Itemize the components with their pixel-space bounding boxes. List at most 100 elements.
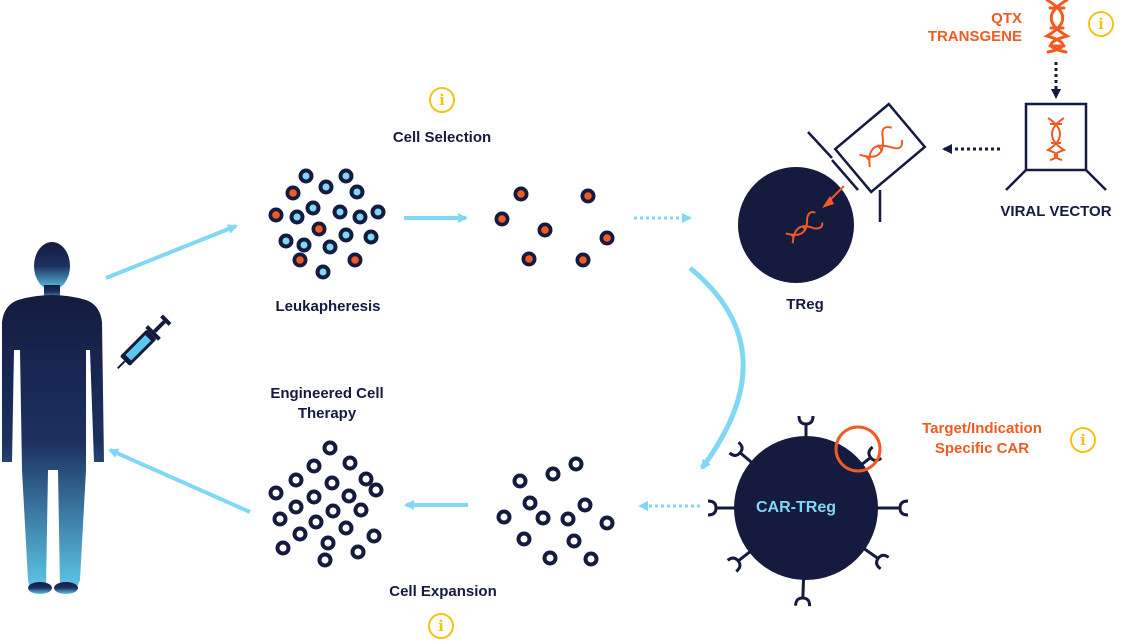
car-receptor-stalk xyxy=(862,546,879,560)
cell-dot-core xyxy=(319,268,327,276)
cell-dot-core xyxy=(564,515,572,523)
cell-dot-core xyxy=(603,234,611,242)
car-receptor-head xyxy=(726,556,742,573)
cell-dot-core xyxy=(546,554,554,562)
label-specific-car: Specific CAR xyxy=(934,440,1030,457)
cell-dot-core xyxy=(362,475,370,483)
cell-dot-core xyxy=(549,470,557,478)
cell-dot-core xyxy=(279,544,287,552)
cell-dot-core xyxy=(309,204,317,212)
cell-dot-core xyxy=(336,208,344,216)
cell-dot-core xyxy=(541,226,549,234)
car-receptor-head xyxy=(875,553,890,571)
cell-dot-core xyxy=(315,225,323,233)
cell-dot-core xyxy=(321,556,329,564)
info-icon-cell-expansion[interactable]: i xyxy=(428,613,454,639)
info-icon-transgene[interactable]: i xyxy=(1088,11,1114,37)
cell-dot-core xyxy=(500,513,508,521)
car-treg-cell xyxy=(734,436,878,580)
cell-dot-core xyxy=(272,211,280,219)
car-receptor-head xyxy=(794,596,812,607)
cell-dot-core xyxy=(354,548,362,556)
cell-dot-core xyxy=(520,535,528,543)
arrow-patient-to-leukapheresis xyxy=(105,224,238,280)
cell-dot-core xyxy=(310,462,318,470)
info-icon-cell-selection[interactable]: i xyxy=(429,87,455,113)
arrow-treg-to-car-treg xyxy=(688,266,746,470)
cell-dot-core xyxy=(570,537,578,545)
cell-dot-core xyxy=(525,255,533,263)
cell-dot-core xyxy=(276,515,284,523)
cell-dot-core xyxy=(526,499,534,507)
treg-cell xyxy=(738,102,927,283)
cell-dot-core xyxy=(322,183,330,191)
cell-dot-core xyxy=(345,492,353,500)
cell-dot-core xyxy=(292,503,300,511)
cell-dot-core xyxy=(572,460,580,468)
car-receptor-head xyxy=(898,499,909,517)
syringe-icon xyxy=(117,314,172,369)
label-treg: TReg xyxy=(786,296,824,313)
label-car-treg: CAR-TReg xyxy=(756,499,836,516)
cell-dot-core xyxy=(326,444,334,452)
car-receptor-stalk xyxy=(860,456,872,467)
car-receptor-head xyxy=(797,415,815,426)
cell-dot-core xyxy=(300,241,308,249)
dna-icon-vector-bound xyxy=(859,126,904,168)
cell-dot-core xyxy=(517,190,525,198)
cell-dot-core xyxy=(357,506,365,514)
label-cell-selection: Cell Selection xyxy=(392,129,492,146)
cell-dot-core xyxy=(539,514,547,522)
cell-dot-core xyxy=(293,213,301,221)
cell-dot-core xyxy=(310,493,318,501)
cell-dot-core xyxy=(324,539,332,547)
label-leukapheresis: Leukapheresis xyxy=(275,298,381,315)
cell-dot-core xyxy=(329,507,337,515)
dna-icon-nucleus xyxy=(785,210,824,244)
patient-figure xyxy=(2,242,104,594)
cell-dot-core xyxy=(581,501,589,509)
dna-icon-vector xyxy=(1045,117,1067,161)
label-cell-expansion: Cell Expansion xyxy=(389,583,497,600)
car-receptor-stalk xyxy=(737,549,752,563)
car-receptor-stalk xyxy=(801,577,806,598)
viral-vector xyxy=(1005,102,1107,191)
cell-dot-core xyxy=(579,256,587,264)
label-qtx: QTX xyxy=(991,10,1022,27)
cell-dot-core xyxy=(326,243,334,251)
cell-dot-core xyxy=(584,192,592,200)
cell-dot-core xyxy=(296,530,304,538)
cell-dot-core xyxy=(346,459,354,467)
label-transgene: TRANSGENE xyxy=(927,28,1022,45)
cell-dot-core xyxy=(372,486,380,494)
cell-dot-core xyxy=(356,213,364,221)
label-target-indication: Target/Indication xyxy=(922,420,1042,437)
car-receptors xyxy=(707,415,909,607)
cell-dot-core xyxy=(603,519,611,527)
info-icon-target-car[interactable]: i xyxy=(1070,427,1096,453)
cell-dot-core xyxy=(353,188,361,196)
cell-dot-core xyxy=(302,172,310,180)
car-highlight-ring xyxy=(834,425,882,473)
cell-dot-core xyxy=(516,477,524,485)
cell-dot-core xyxy=(367,233,375,241)
label-therapy: Therapy xyxy=(297,405,357,422)
car-receptor-head xyxy=(707,499,718,517)
cell-dot-core xyxy=(351,256,359,264)
cell-dot-core xyxy=(342,524,350,532)
car-receptor-stalk xyxy=(739,451,754,465)
cell-dot-core xyxy=(296,256,304,264)
cell-dot-core xyxy=(370,532,378,540)
cell-dot-core xyxy=(289,189,297,197)
arrow-therapy-to-patient xyxy=(108,448,251,514)
cell-clusters xyxy=(268,168,615,568)
cell-dot-core xyxy=(342,231,350,239)
cell-dot-core xyxy=(312,518,320,526)
label-viral-vector: VIRAL VECTOR xyxy=(1000,203,1112,220)
cell-dot-core xyxy=(272,489,280,497)
cell-dot-core xyxy=(328,479,336,487)
cell-dot-core xyxy=(282,237,290,245)
car-receptor-head xyxy=(728,441,744,457)
cell-dot-core xyxy=(374,208,382,216)
